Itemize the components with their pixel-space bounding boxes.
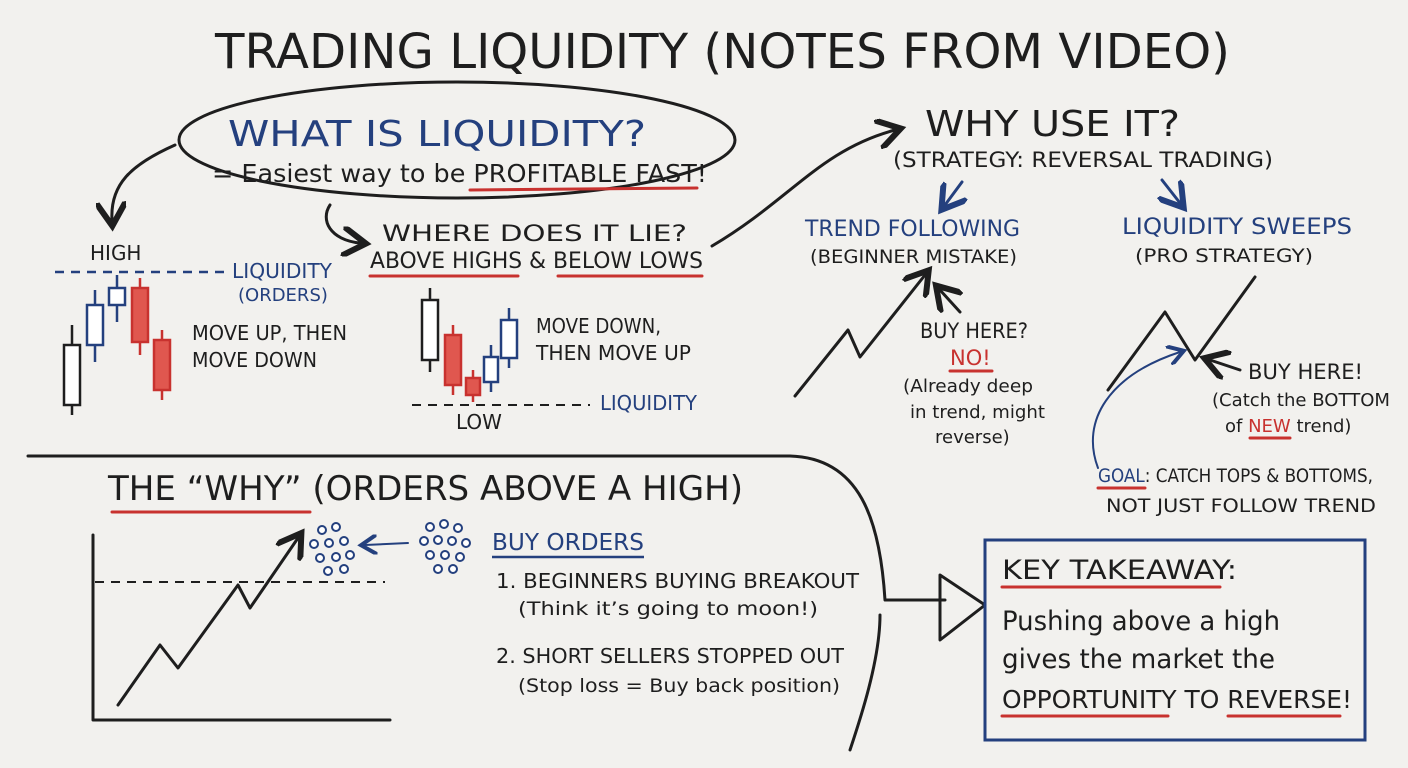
candlesticks-down-up [420, 288, 519, 402]
what-is-oval [177, 80, 737, 200]
sweep-note-1: (Catch the BOTTOM [1212, 390, 1390, 411]
goal-arrow [1091, 352, 1180, 469]
buy-here-question: BUY HERE? [920, 319, 1028, 343]
the-why-heading: THE “WHY” (ORDERS ABOVE A HIGH) [107, 469, 743, 509]
arrow-to-high [112, 143, 177, 220]
goal-line-1: GOAL: CATCH TOPS & BOTTOMS, [1098, 465, 1373, 487]
what-is-heading: WHAT IS LIQUIDITY? [228, 114, 646, 155]
sweep-note-2: of NEW trend) [1225, 416, 1351, 437]
divider-line [26, 454, 947, 602]
takeaway-line-1: Pushing above a high [1002, 606, 1280, 637]
reason-1: 1. BEGINNERS BUYING BREAKOUT [496, 569, 860, 593]
buy-here-sweep-pointer [1210, 360, 1242, 370]
reason-1-note: (Think it’s going to moon!) [518, 598, 818, 620]
no-label: NO! [950, 346, 991, 370]
goal-line-2: NOT JUST FOLLOW TREND [1106, 495, 1376, 517]
big-arrow-to-takeaway [938, 573, 987, 642]
trend-following-subtitle: (BEGINNER MISTAKE) [810, 246, 1017, 268]
move-up-then-label: MOVE UP, THEN [192, 321, 347, 345]
move-down-label: MOVE DOWN [192, 348, 317, 372]
price-chart-axes [91, 535, 392, 722]
liquidity-label-low: LIQUIDITY [600, 391, 698, 415]
orders-label: (ORDERS) [238, 285, 328, 306]
page-title: TRADING LIQUIDITY (NOTES FROM VIDEO) [214, 24, 1230, 80]
orders-arrow [365, 543, 409, 545]
trend-note-1: (Already deep [903, 376, 1033, 397]
liquidity-sweeps-title: LIQUIDITY SWEEPS [1122, 215, 1352, 240]
arrow-to-why-use [710, 130, 895, 248]
trend-following-title: TREND FOLLOWING [804, 217, 1020, 242]
liquidity-label-left: LIQUIDITY [232, 259, 333, 283]
takeaway-line-2: gives the market the [1002, 644, 1275, 675]
takeaway-line-3: OPPORTUNITY TO REVERSE! [1002, 685, 1352, 714]
key-takeaway-heading: KEY TAKEAWAY: [1002, 555, 1237, 586]
what-is-definition: = Easiest way to be PROFITABLE FAST! [212, 159, 707, 188]
order-cluster-far [419, 519, 471, 574]
buy-here-pointer [940, 290, 960, 314]
arrow-to-where [324, 203, 360, 243]
trend-following-line [793, 275, 925, 398]
high-label: HIGH [90, 241, 141, 265]
why-use-heading: WHY USE IT? [925, 104, 1180, 145]
liquidity-sweep-line [1106, 275, 1257, 392]
where-question: WHERE DOES IT LIE? [382, 222, 687, 247]
reason-2: 2. SHORT SELLERS STOPPED OUT [496, 644, 845, 668]
reason-2-note: (Stop loss = Buy back position) [518, 675, 840, 697]
then-move-up-label: THEN MOVE UP [535, 341, 691, 365]
liquidity-sweeps-subtitle: (PRO STRATEGY) [1135, 245, 1313, 267]
move-down-comma-label: MOVE DOWN, [536, 314, 661, 338]
trend-note-3: reverse) [935, 427, 1010, 448]
flow-line [848, 613, 882, 752]
buy-here-exclaim: BUY HERE! [1248, 360, 1363, 384]
trend-note-2: in trend, might [910, 402, 1045, 423]
why-use-subheading: (STRATEGY: REVERSAL TRADING) [893, 148, 1273, 172]
order-cluster-near [309, 522, 355, 576]
key-takeaway-box [983, 538, 1367, 742]
low-label: LOW [456, 410, 502, 434]
buy-orders-label: BUY ORDERS [492, 530, 644, 556]
where-answer: ABOVE HIGHS & BELOW LOWS [370, 249, 703, 274]
candlesticks-up-down [62, 275, 172, 415]
